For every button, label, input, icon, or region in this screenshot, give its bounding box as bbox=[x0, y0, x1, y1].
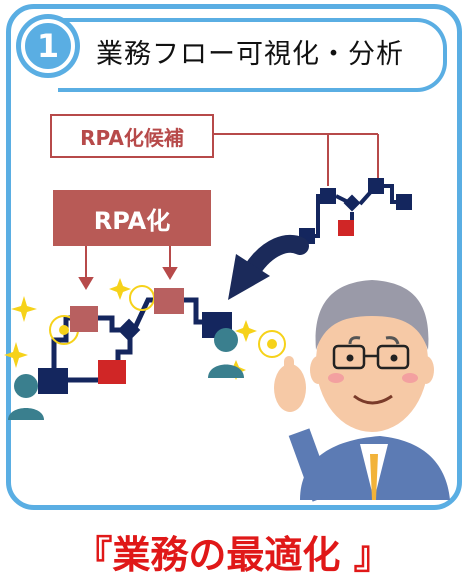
main-flow-node bbox=[98, 360, 126, 384]
rpa-candidate-label: RPA化候補 bbox=[50, 114, 214, 158]
curved-arrow-icon bbox=[228, 234, 309, 300]
step-number-badge: 1 bbox=[16, 14, 80, 78]
businessman-illustration bbox=[274, 280, 450, 502]
candidate-connector-lines bbox=[210, 133, 379, 186]
person-icon bbox=[208, 328, 244, 378]
main-flow-node bbox=[38, 368, 68, 394]
small-flow-node bbox=[396, 194, 412, 210]
small-flow-node bbox=[320, 188, 336, 204]
title-box bbox=[58, 18, 447, 92]
small-flow-node bbox=[368, 178, 384, 194]
person-icon bbox=[8, 374, 44, 420]
sparkle-icons bbox=[4, 278, 286, 380]
main-flow-node-rpa bbox=[154, 288, 184, 314]
small-flow-decision bbox=[343, 194, 361, 212]
step-number: 1 bbox=[21, 19, 75, 73]
rpa-label: RPA化 bbox=[53, 190, 211, 246]
rpa-arrows bbox=[78, 246, 178, 290]
main-flow-node-rpa bbox=[70, 306, 98, 332]
page-title: 業務フロー可視化・分析 bbox=[96, 39, 404, 70]
caption: 『業務の最適化 』 bbox=[74, 533, 392, 577]
small-flow-node bbox=[338, 220, 354, 236]
